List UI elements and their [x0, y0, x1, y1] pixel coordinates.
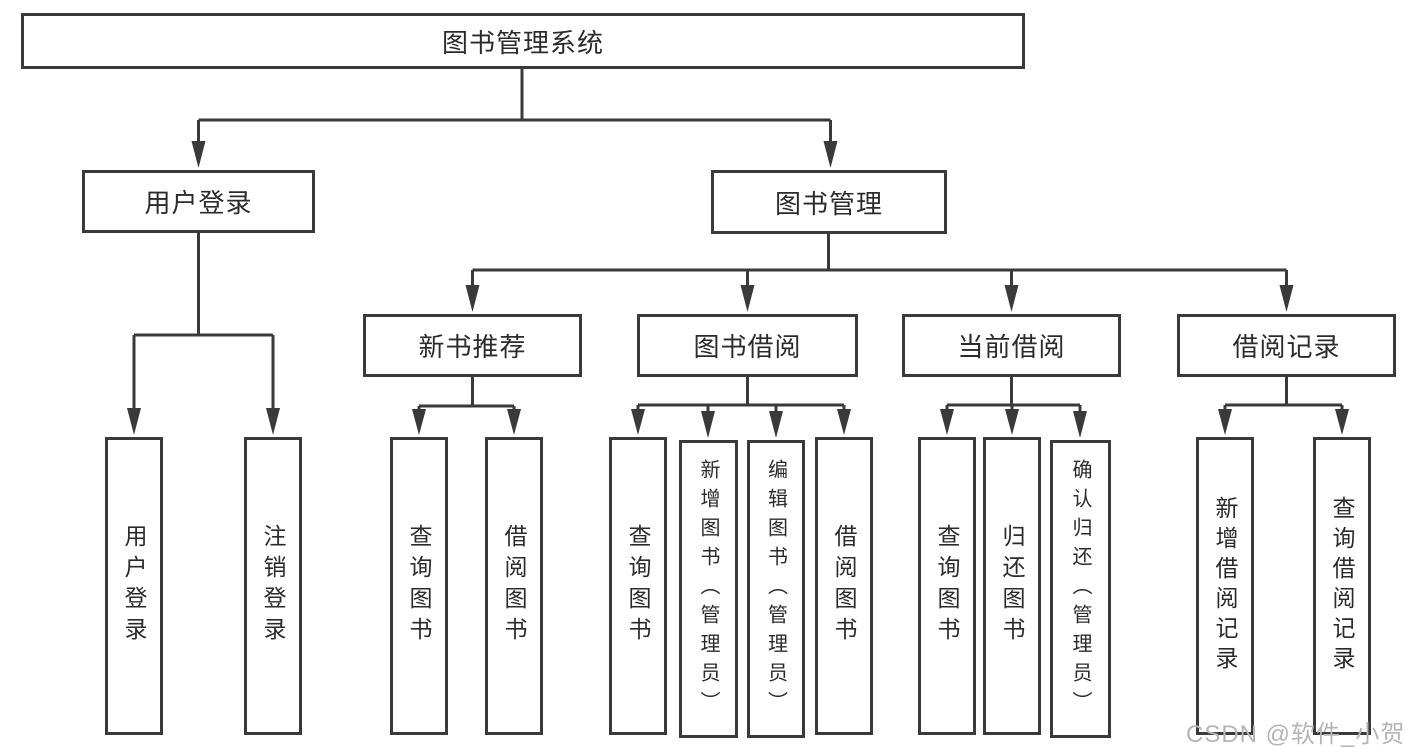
arrowhead-icon: [631, 409, 645, 435]
leaf-edit-books-admin: 编辑图书（管理员）: [747, 440, 805, 738]
leaf-borrow-books-1: 借阅图书: [485, 437, 543, 735]
leaf-label: 编辑图书（管理员）: [764, 458, 787, 720]
leaf-logout: 注销登录: [244, 437, 302, 735]
leaf-label: 查询图书: [625, 524, 651, 648]
leaf-label: 确认归还（管理员）: [1069, 458, 1091, 720]
leaf-label: 新增借阅记录: [1212, 496, 1238, 676]
leaf-user-login: 用户登录: [105, 437, 163, 735]
leaf-label: 借阅图书: [501, 524, 527, 648]
connector-user-login-to-leaves: [127, 233, 280, 435]
node-label: 借阅记录: [1232, 332, 1341, 362]
csdn-watermark: CSDN @软件_小贺同学: [1186, 721, 1405, 747]
leaf-label: 归还图书: [999, 524, 1025, 648]
arrowhead-icon: [1073, 411, 1087, 438]
leaf-label: 借阅图书: [831, 524, 857, 648]
arrowhead-icon: [1004, 285, 1019, 312]
arrowhead-icon: [191, 141, 206, 168]
arrowhead-icon: [412, 409, 426, 435]
connector-borrow-record-to-leaves: [1218, 377, 1349, 435]
leaf-query-borrow-record: 查询借阅记录: [1313, 437, 1371, 735]
arrowhead-icon: [507, 409, 521, 435]
leaf-query-books-3: 查询图书: [918, 437, 976, 735]
arrowhead-icon: [940, 409, 954, 435]
leaf-add-borrow-record: 新增借阅记录: [1196, 437, 1254, 735]
leaf-borrow-books-2: 借阅图书: [815, 437, 873, 735]
arrowhead-icon: [465, 285, 480, 312]
arrowhead-icon: [1279, 285, 1294, 312]
arrowhead-icon: [127, 408, 141, 435]
node-book-management-system: 图书管理系统: [21, 13, 1025, 69]
arrowhead-icon: [1218, 409, 1232, 435]
node-book-management: 图书管理: [711, 170, 947, 234]
connector-new-book-recommend-to-leaves: [412, 377, 521, 435]
node-new-book-recommend: 新书推荐: [363, 314, 582, 377]
connector-current-borrow-to-leaves: [940, 377, 1087, 438]
leaf-query-books-1: 查询图书: [390, 437, 448, 735]
node-label: 新书推荐: [418, 332, 527, 362]
leaf-add-books-admin: 新增图书（管理员）: [679, 440, 738, 738]
arrowhead-icon: [701, 411, 715, 438]
connector-book-management-to-level2: [465, 233, 1294, 312]
leaf-confirm-return-admin: 确认归还（管理员）: [1050, 440, 1111, 738]
node-label: 图书管理系统: [441, 27, 604, 58]
leaf-label: 注销登录: [260, 524, 286, 648]
node-borrow-record: 借阅记录: [1177, 314, 1396, 377]
node-label: 图书管理: [774, 188, 883, 219]
leaf-label: 查询图书: [934, 524, 960, 648]
node-user-login: 用户登录: [82, 170, 315, 233]
arrowhead-icon: [1335, 409, 1349, 435]
arrowhead-icon: [823, 141, 838, 168]
leaf-return-books: 归还图书: [983, 437, 1041, 735]
node-label: 图书借阅: [693, 332, 802, 362]
arrowhead-icon: [769, 411, 783, 438]
leaf-label: 查询图书: [406, 524, 432, 648]
arrowhead-icon: [1005, 409, 1019, 435]
node-label: 当前借阅: [957, 332, 1066, 362]
node-label: 用户登录: [144, 188, 253, 218]
node-book-borrow: 图书借阅: [637, 314, 858, 377]
leaf-query-books-2: 查询图书: [609, 437, 667, 735]
node-current-borrow: 当前借阅: [902, 314, 1121, 377]
connector-book-borrow-to-leaves: [631, 377, 851, 438]
arrowhead-icon: [266, 408, 280, 435]
connector-root-to-level1: [191, 67, 838, 168]
arrowhead-icon: [837, 409, 851, 435]
arrowhead-icon: [740, 285, 755, 312]
leaf-label: 用户登录: [121, 524, 147, 648]
leaf-label: 查询借阅记录: [1329, 496, 1355, 676]
leaf-label: 新增图书（管理员）: [697, 458, 719, 720]
